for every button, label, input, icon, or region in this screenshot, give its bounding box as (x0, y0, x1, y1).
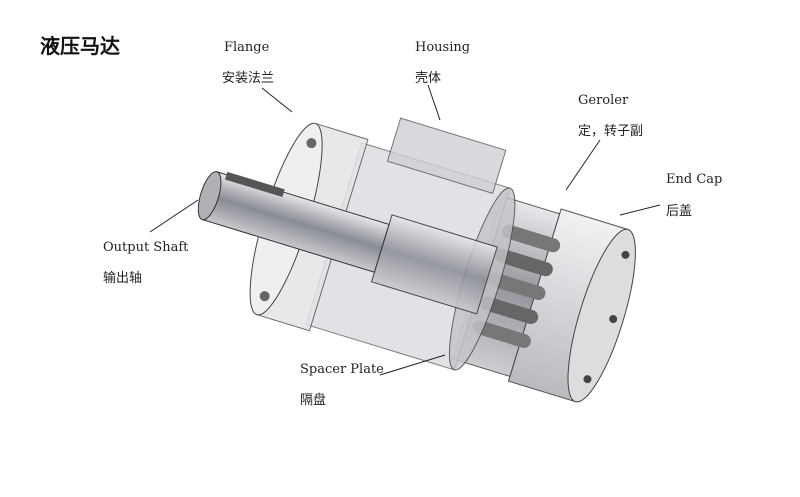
output-shaft-label-en: Output Shaft (103, 240, 189, 255)
leader-geroler (565, 139, 601, 191)
leader-spacer-plate (379, 354, 446, 376)
leader-end-cap (619, 204, 661, 216)
output-shaft-label-cn: 输出轴 (103, 271, 143, 286)
flange-label-cn: 安装法兰 (222, 71, 275, 86)
housing-label-en: Housing (415, 40, 471, 55)
spacer-plate-label-en: Spacer Plate (300, 362, 384, 377)
diagram-title: 液压马达 (40, 34, 120, 58)
leader-housing (427, 84, 441, 121)
end-cap (507, 208, 636, 403)
geroler-label-cn: 定，转子副 (578, 124, 644, 139)
housing-label-cn: 壳体 (415, 71, 442, 86)
end-cap-label-en: End Cap (666, 172, 723, 187)
spacer-plate-label-cn: 隔盘 (300, 393, 327, 408)
leader-output-shaft (149, 199, 199, 233)
geroler-label-en: Geroler (578, 93, 629, 108)
output-shaft (197, 171, 498, 315)
end-cap-label-cn: 后盖 (666, 204, 693, 219)
leader-flange (261, 87, 293, 113)
flange-label-en: Flange (224, 40, 270, 55)
